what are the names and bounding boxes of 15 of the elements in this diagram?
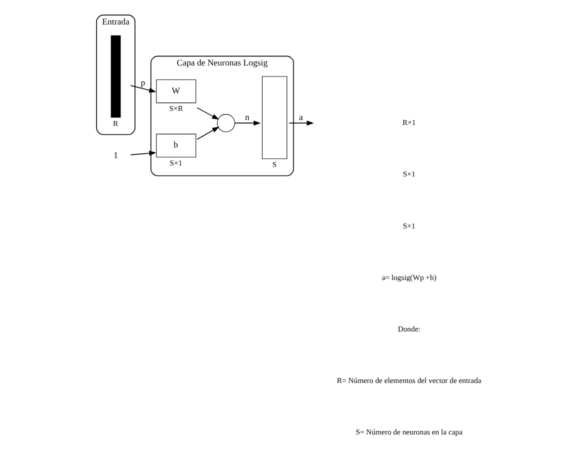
label: a= logsig(Wp +b) [382,272,436,282]
label: R= Número de elementos del vector de entrada [336,376,482,385]
node-label: R [113,118,118,128]
label: S×1 [402,170,416,179]
label: S×1 [402,221,416,230]
node-label: S×1 [170,158,182,168]
node-label: S [272,160,277,170]
label: Donde: [398,324,420,334]
label: S= Número de neuronas en la capa [356,428,463,437]
edge-label: a [298,112,303,122]
edge-label: p [140,78,146,88]
label: R×1 [402,118,416,128]
node-text: 1 [114,150,118,160]
edge-label: n [244,112,250,122]
node-label: S×R [169,104,183,114]
